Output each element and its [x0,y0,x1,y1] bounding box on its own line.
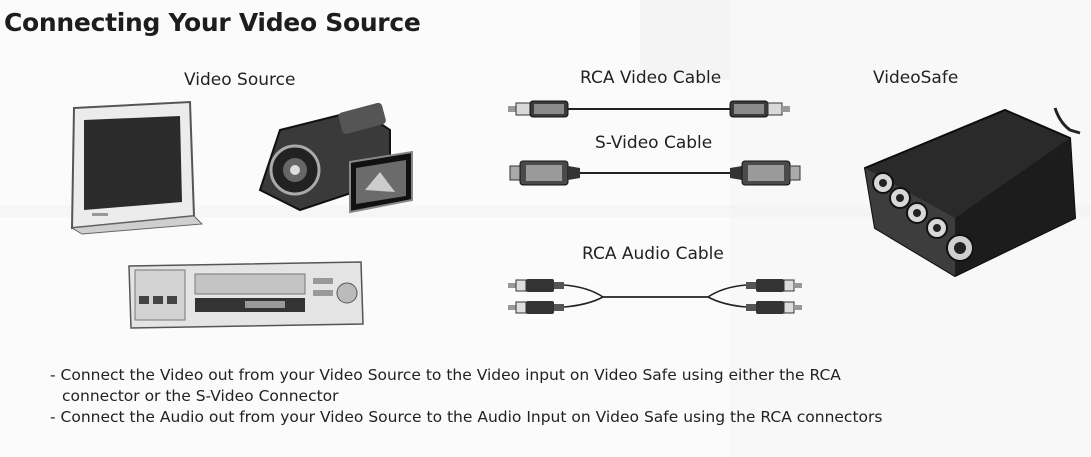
vcr-icon [125,258,370,333]
s-video-cable-label: S-Video Cable [595,133,712,153]
rca-audio-cable-icon [508,277,803,317]
video-source-label: Video Source [184,70,295,90]
rca-audio-cable-label: RCA Audio Cable [582,244,724,264]
s-video-cable-icon [510,158,800,188]
page-title: Connecting Your Video Source [4,8,421,37]
camcorder-icon [240,100,420,225]
rca-video-cable-label: RCA Video Cable [580,68,721,88]
rca-video-cable-icon [508,98,798,120]
instruction-video-line2: connector or the S-Video Connector [62,386,1050,407]
tv-monitor-icon [62,100,212,235]
videosafe-device-icon [855,98,1085,283]
instruction-video-line1: - Connect the Video out from your Video … [50,365,1050,386]
videosafe-label: VideoSafe [873,68,958,88]
instruction-audio: - Connect the Audio out from your Video … [50,407,1050,428]
instructions-list: - Connect the Video out from your Video … [50,365,1050,428]
